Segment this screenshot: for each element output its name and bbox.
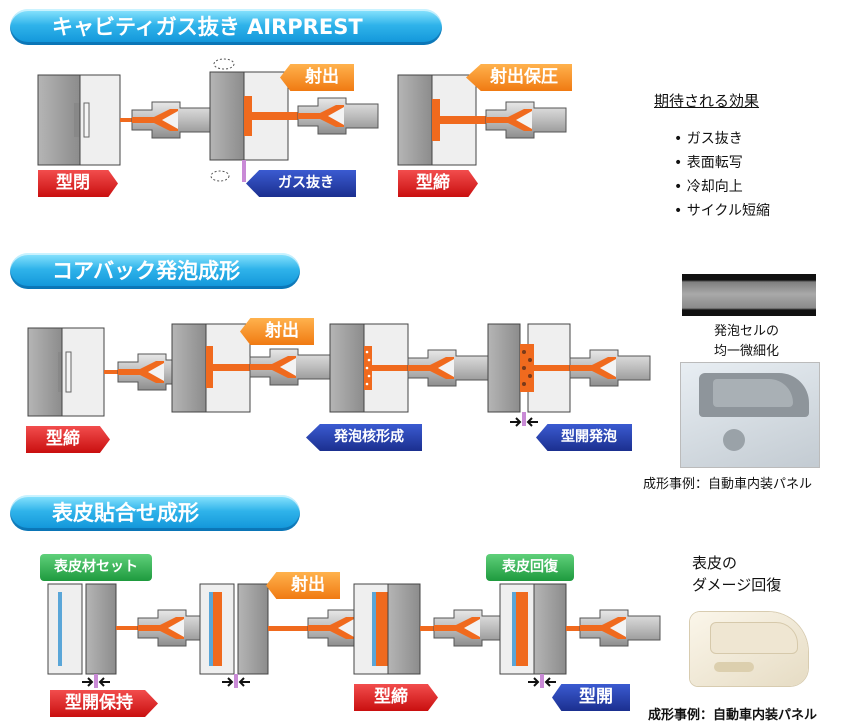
tag-recovery: 表皮回復 bbox=[486, 554, 574, 581]
section-title-skin: 表皮貼合せ成形 bbox=[10, 495, 300, 531]
effect-item-1: • ガス抜き bbox=[674, 131, 743, 147]
tag-mold-close: 型閉 bbox=[38, 170, 118, 197]
section-title-foam-text: コアバック発泡成形 bbox=[52, 259, 241, 283]
mold-diagram-1-1 bbox=[37, 74, 213, 166]
section-title-skin-text: 表皮貼合せ成形 bbox=[52, 501, 199, 525]
mold-diagram-1-2 bbox=[209, 58, 379, 182]
foam-caption-1: 発泡セルの bbox=[714, 324, 780, 339]
tag-gas-vent: ガス抜き bbox=[246, 170, 356, 197]
tag-open-hold: 型開保持 bbox=[50, 690, 158, 717]
tag-injection-2: 射出 bbox=[240, 318, 314, 345]
effect-item-4: • サイクル短縮 bbox=[674, 203, 771, 219]
foam-cell-photo bbox=[682, 274, 816, 316]
tag-clamp-3: 型締 bbox=[354, 684, 438, 711]
section-title-foam: コアバック発泡成形 bbox=[10, 253, 300, 289]
tag-injection-1: 射出 bbox=[280, 64, 354, 91]
mold-diagram-3-1 bbox=[47, 583, 219, 688]
mold-diagram-1-3 bbox=[397, 74, 567, 166]
foam-example-caption: 成形事例：自動車内装パネル bbox=[643, 477, 813, 492]
door-panel-photo-beige bbox=[684, 600, 816, 696]
foam-caption-2: 均一微細化 bbox=[714, 344, 780, 359]
mold-diagram-3-3 bbox=[353, 583, 515, 675]
mold-diagram-2-3 bbox=[329, 323, 489, 413]
tag-clamp-1: 型締 bbox=[398, 170, 478, 197]
section-title-gas-vent: キャビティガス抜き AIRPREST bbox=[10, 9, 442, 45]
section-title-gas-vent-text: キャビティガス抜き AIRPREST bbox=[52, 15, 363, 39]
tag-injection-3: 射出 bbox=[266, 572, 340, 599]
tag-open: 型開 bbox=[552, 684, 630, 711]
effect-item-3: • 冷却向上 bbox=[674, 179, 743, 195]
door-panel-photo-gray bbox=[680, 362, 820, 468]
skin-example-caption: 成形事例：自動車内装パネル bbox=[648, 708, 818, 723]
effects-header: 期待される効果 bbox=[654, 92, 760, 110]
skin-caption-1: 表皮の bbox=[692, 554, 738, 572]
tag-clamp-2: 型締 bbox=[26, 426, 110, 453]
tag-skin-set: 表皮材セット bbox=[40, 554, 152, 581]
mold-diagram-2-1 bbox=[27, 327, 199, 417]
mold-diagram-3-2 bbox=[199, 583, 389, 688]
mold-diagram-3-4 bbox=[499, 583, 661, 688]
tag-nucleation: 発泡核形成 bbox=[306, 424, 422, 451]
effect-item-2: • 表面転写 bbox=[674, 155, 743, 171]
skin-caption-2: ダメージ回復 bbox=[692, 576, 782, 594]
tag-hold: 射出保圧 bbox=[466, 64, 572, 91]
tag-open-foam: 型開発泡 bbox=[536, 424, 632, 451]
mold-diagram-2-2 bbox=[171, 323, 331, 413]
mold-diagram-2-4 bbox=[487, 323, 651, 427]
